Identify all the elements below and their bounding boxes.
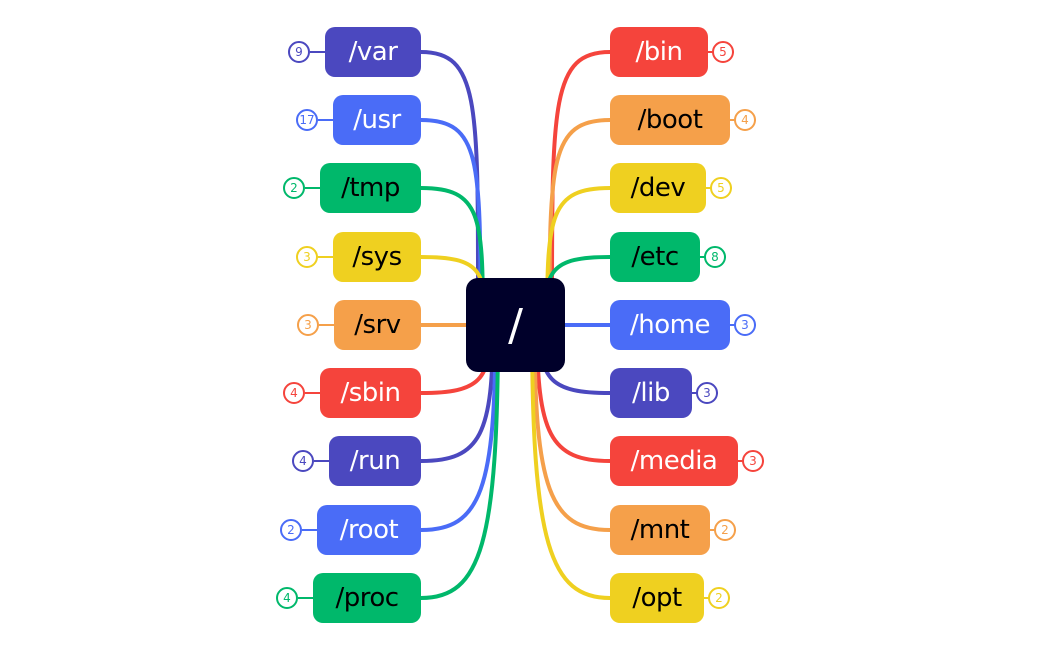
node-label: /usr [353,105,401,135]
child-count-badge[interactable]: 3 [734,314,756,336]
child-count-badge[interactable]: 5 [712,41,734,63]
root-node[interactable]: / [466,278,565,372]
child-count-badge[interactable]: 4 [283,382,305,404]
child-count-badge[interactable]: 2 [280,519,302,541]
node-label: /mnt [630,515,690,545]
edge-right-8 [530,324,611,600]
child-count-badge[interactable]: 4 [292,450,314,472]
node-etc[interactable]: /etc [610,232,700,282]
node-sbin[interactable]: /sbin [320,368,421,418]
node-label: /media [630,446,718,476]
child-count-badge[interactable]: 3 [742,450,764,472]
child-count-badge[interactable]: 2 [283,177,305,199]
child-count-badge[interactable]: 3 [696,382,718,404]
node-opt[interactable]: /opt [610,573,704,623]
node-label: /home [630,310,710,340]
node-label: /run [349,446,401,476]
node-label: /var [348,37,398,67]
node-label: /etc [631,242,679,272]
node-label: /root [339,515,399,545]
node-root[interactable]: /root [317,505,421,555]
node-media[interactable]: /media [610,436,738,486]
child-count-badge[interactable]: 2 [708,587,730,609]
edge-left-7 [420,324,498,532]
node-label: /sys [352,242,402,272]
node-srv[interactable]: /srv [334,300,421,350]
child-count-badge[interactable]: 2 [714,519,736,541]
node-mnt[interactable]: /mnt [610,505,710,555]
node-home[interactable]: /home [610,300,730,350]
node-tmp[interactable]: /tmp [320,163,421,213]
node-label: /proc [335,583,399,613]
node-proc[interactable]: /proc [313,573,421,623]
child-count-badge[interactable]: 4 [734,109,756,131]
root-label: / [508,299,523,351]
node-usr[interactable]: /usr [333,95,421,145]
node-label: /lib [632,378,670,408]
node-label: /bin [635,37,683,67]
edge-right-0 [549,50,611,326]
edge-left-8 [420,324,500,600]
edge-right-7 [532,324,611,532]
edge-left-0 [420,50,481,326]
node-bin[interactable]: /bin [610,27,708,77]
node-label: /dev [630,173,686,203]
node-label: /opt [632,583,682,613]
node-label: /sbin [340,378,401,408]
child-count-badge[interactable]: 3 [296,246,318,268]
child-count-badge[interactable]: 9 [288,41,310,63]
node-run[interactable]: /run [329,436,421,486]
node-dev[interactable]: /dev [610,163,706,213]
child-count-badge[interactable]: 3 [297,314,319,336]
child-count-badge[interactable]: 8 [704,246,726,268]
child-count-badge[interactable]: 4 [276,587,298,609]
node-boot[interactable]: /boot [610,95,730,145]
node-lib[interactable]: /lib [610,368,692,418]
node-label: /boot [637,105,703,135]
node-var[interactable]: /var [325,27,421,77]
node-label: /srv [354,310,401,340]
child-count-badge[interactable]: 17 [296,109,318,131]
node-label: /tmp [341,173,400,203]
node-sys[interactable]: /sys [333,232,421,282]
child-count-badge[interactable]: 5 [710,177,732,199]
